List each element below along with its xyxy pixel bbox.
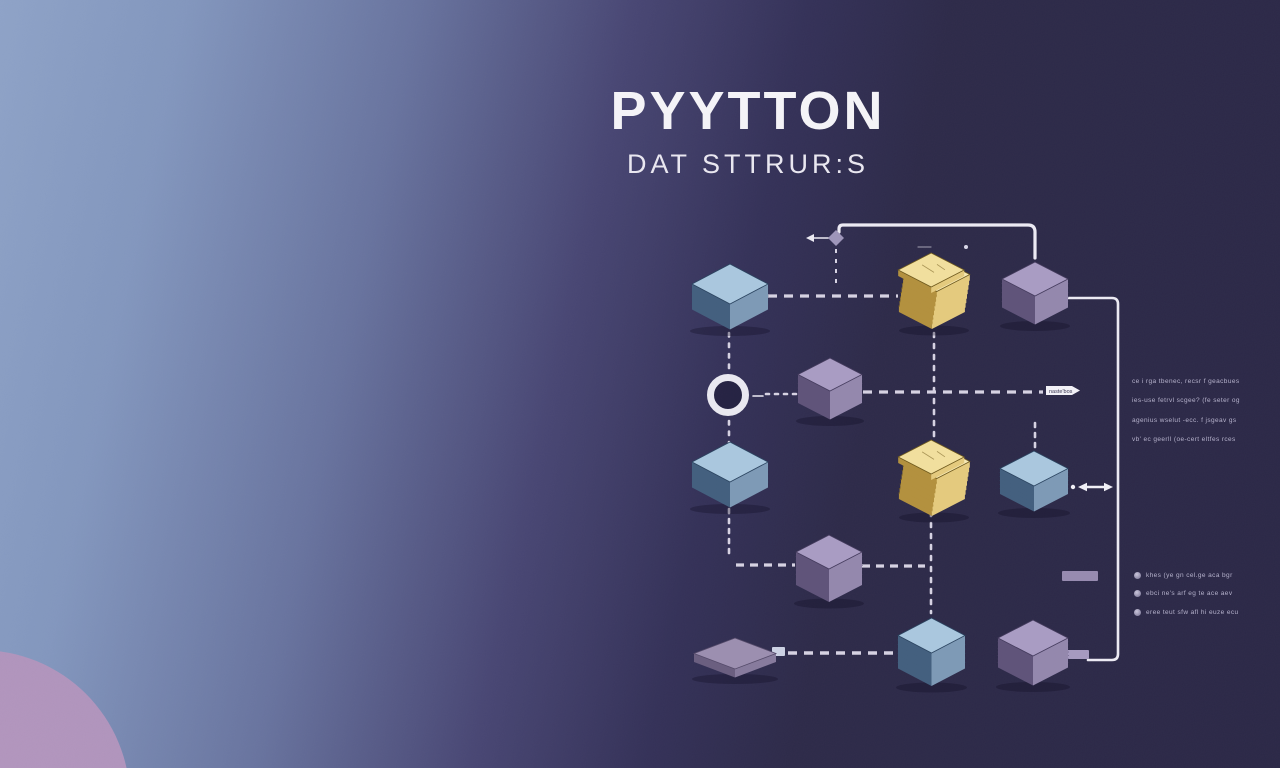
purple-slab-icon bbox=[688, 632, 782, 693]
annotation-line: vb' ec geerll (oe-cert eltfes rces bbox=[1132, 436, 1236, 444]
legend-label: ebci ne's arf eg te ace aev bbox=[1146, 590, 1233, 598]
arrow-badge-label: naste'bos bbox=[1049, 389, 1073, 395]
page-title: PYYTTON bbox=[610, 81, 886, 141]
blue-stack-icon-1 bbox=[686, 258, 774, 345]
decorative-circle bbox=[0, 650, 130, 768]
legend-bullet-icon bbox=[1134, 571, 1141, 579]
purple-stack-icon-2 bbox=[792, 352, 868, 435]
annotation-line: ce i rga tbenec, recsr f geacbues bbox=[1132, 378, 1240, 385]
page-subtitle: DAT STTRUR:S bbox=[626, 149, 869, 179]
title-block: PYYTTON DAT STTRUR:S bbox=[610, 84, 885, 180]
purple-stack-icon-4 bbox=[992, 614, 1074, 701]
legend-label: eree teut sfw afl hi euze ecu bbox=[1146, 608, 1239, 616]
purple-stack-icon-1 bbox=[996, 256, 1074, 340]
circle-node bbox=[707, 374, 749, 416]
double-arrow-icon bbox=[1070, 482, 1113, 492]
annotation-line: ies-use fetrvl scgee? (fe seter og bbox=[1132, 397, 1240, 405]
blue-stack-icon-3 bbox=[994, 445, 1074, 527]
arrow-badge: naste'bos bbox=[1046, 386, 1080, 395]
legend-item: ebci ne's arf eg te ace aev bbox=[1134, 585, 1239, 604]
purple-bar bbox=[1062, 571, 1098, 581]
legend-item: eree teut sfw afl hi euze ecu bbox=[1134, 603, 1239, 622]
legend-bullet-icon bbox=[1134, 608, 1141, 616]
annotation-line: agenius wselut -ecc. f jsgeav gs bbox=[1132, 416, 1237, 424]
purple-stack-icon-3 bbox=[790, 529, 868, 618]
blue-stack-icon-2 bbox=[686, 436, 774, 523]
legend-item: khes (ye gn cel.ge aca bgr bbox=[1134, 566, 1239, 585]
left-arrowhead-icon bbox=[806, 234, 814, 242]
yellow-stack-icon-1 bbox=[895, 247, 973, 345]
blue-stack-icon-4 bbox=[892, 612, 971, 702]
yellow-stack-icon-2 bbox=[895, 434, 973, 532]
annotation-text: ce i rga tbenec, recsr f geacbues ies-us… bbox=[1132, 372, 1248, 450]
diamond-icon bbox=[828, 230, 844, 246]
legend-bullet-icon bbox=[1134, 590, 1141, 598]
legend: khes (ye gn cel.ge aca bgr ebci ne's arf… bbox=[1134, 566, 1239, 622]
legend-label: khes (ye gn cel.ge aca bgr bbox=[1146, 571, 1233, 579]
